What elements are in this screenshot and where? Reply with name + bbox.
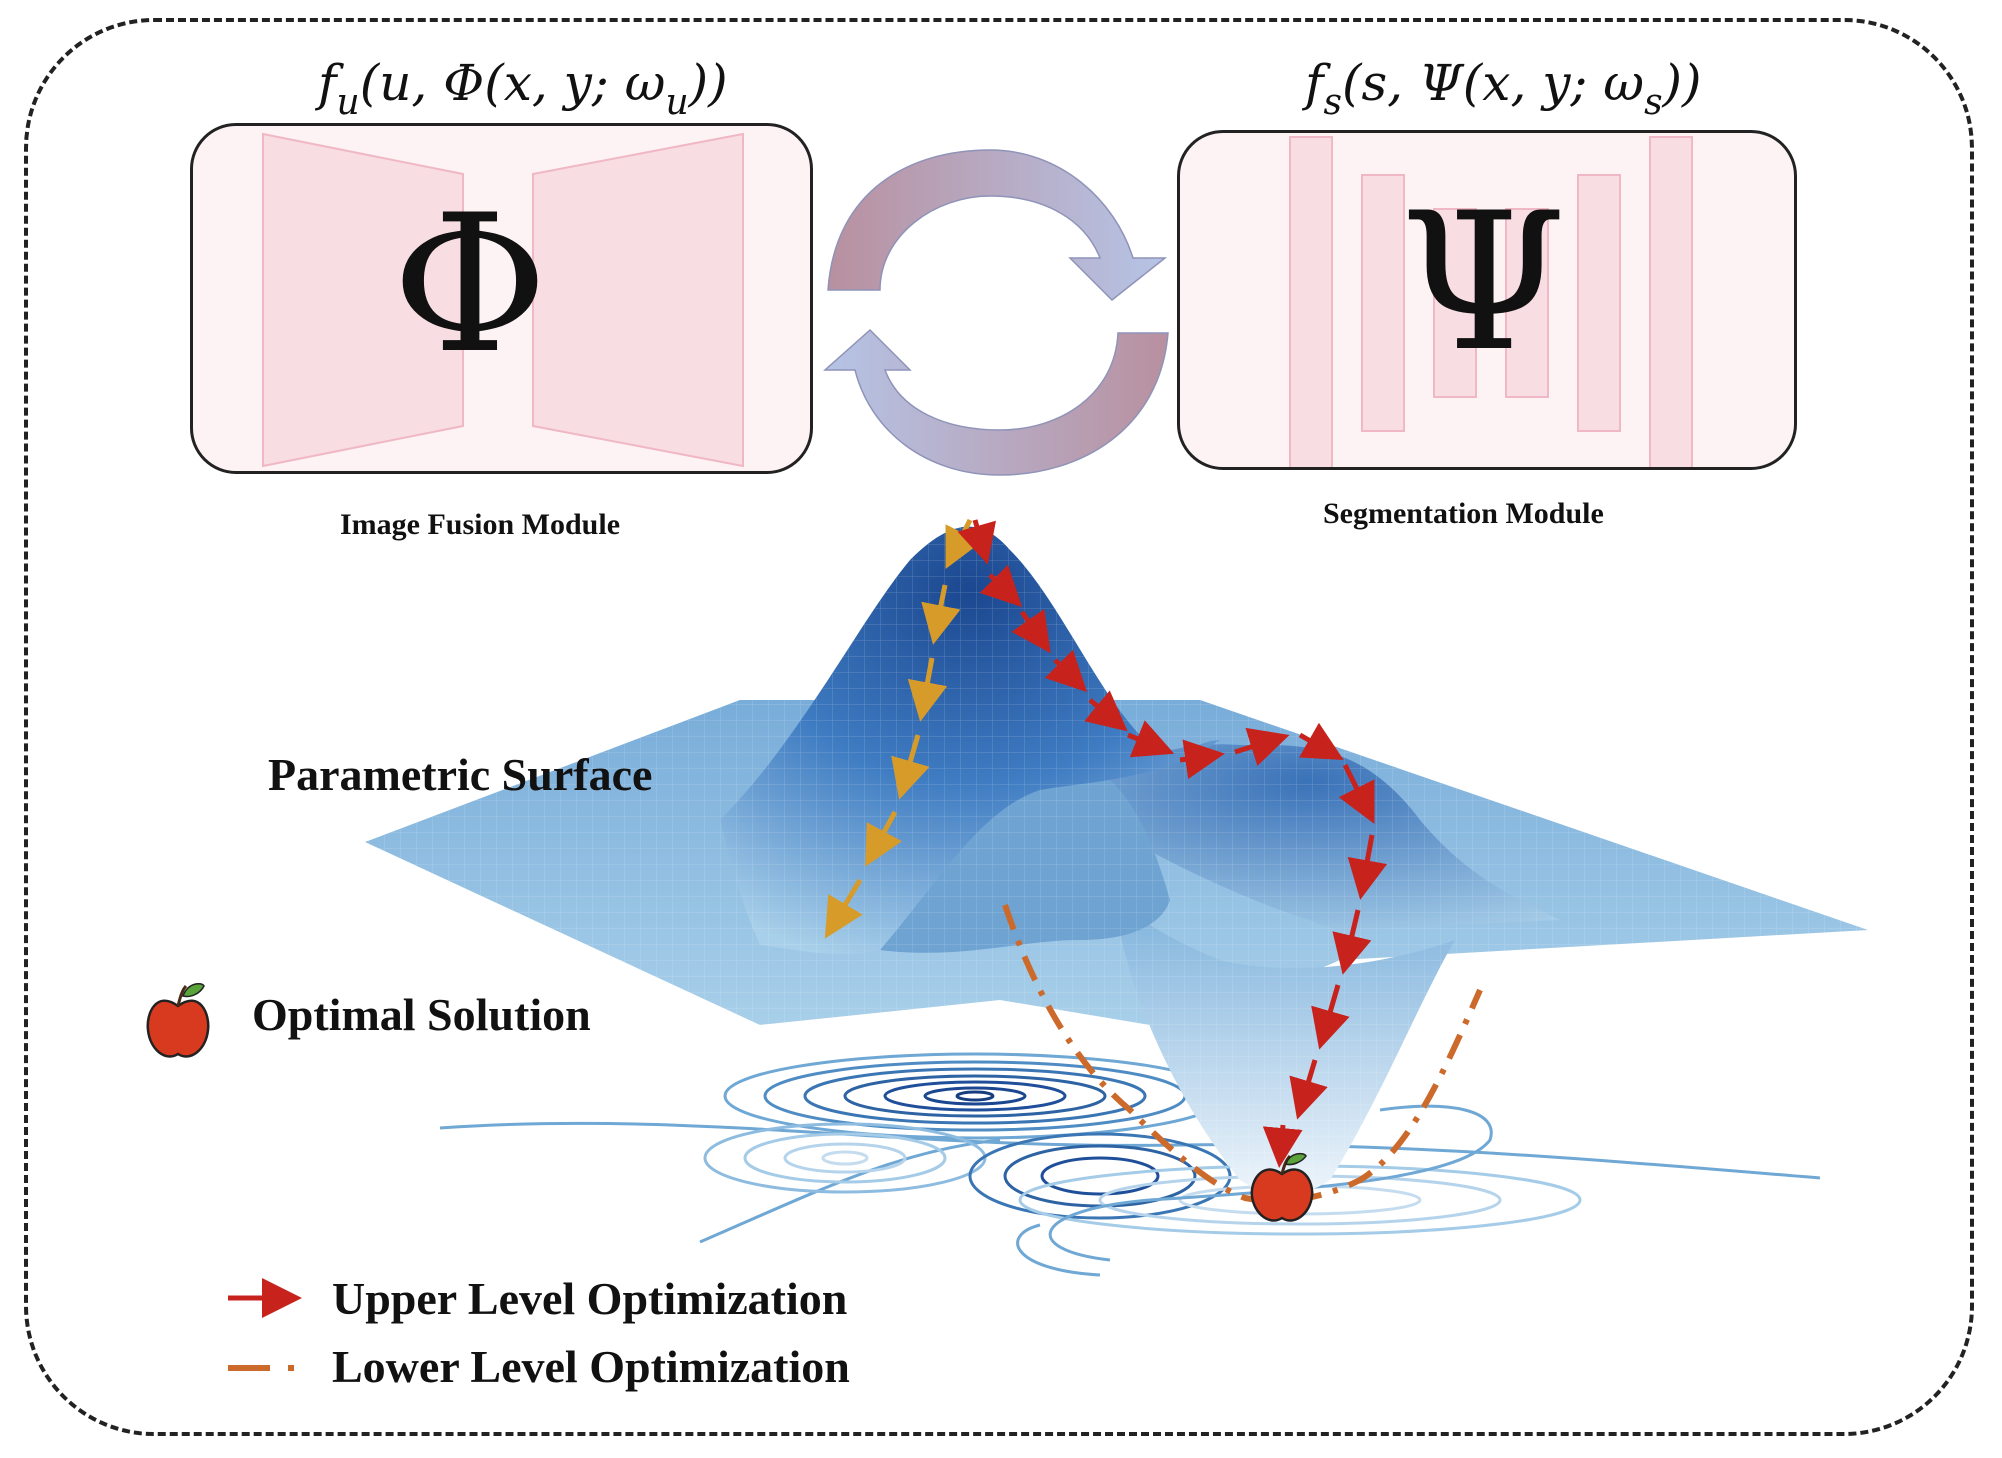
contour-lines (439, 1052, 1821, 1277)
psi-symbol: Ψ (1400, 172, 1567, 393)
encoder-decoder-shape (262, 132, 744, 468)
outer-frame (24, 18, 1974, 1436)
image-fusion-label: Image Fusion Module (340, 508, 621, 541)
legend-apple-icon (146, 982, 210, 1058)
segmentation-module (1177, 130, 1797, 470)
cycle-arrows-icon (823, 149, 1169, 476)
optimal-solution-label: Optimal Solution (252, 989, 591, 1040)
fusion-formula: fu(u, Φ(x, y; ωu)) (318, 54, 728, 123)
image-fusion-module (190, 123, 813, 474)
lower-level-label: Lower Level Optimization (332, 1341, 850, 1392)
parametric-surface (365, 526, 1868, 1195)
segmentation-bars (1289, 136, 1693, 467)
lower-level-path (1002, 904, 1483, 1204)
segmentation-label: Segmentation Module (1323, 497, 1604, 530)
segmentation-formula: fs(s, Ψ(x, y; ωs)) (1305, 54, 1702, 123)
upper-level-arrows (957, 519, 1388, 1168)
optimal-apple-icon (1250, 1152, 1314, 1222)
gold-descent-arrows (824, 518, 982, 939)
phi-symbol: Φ (392, 174, 548, 395)
parametric-surface-label: Parametric Surface (268, 749, 653, 800)
upper-level-label: Upper Level Optimization (332, 1273, 848, 1324)
